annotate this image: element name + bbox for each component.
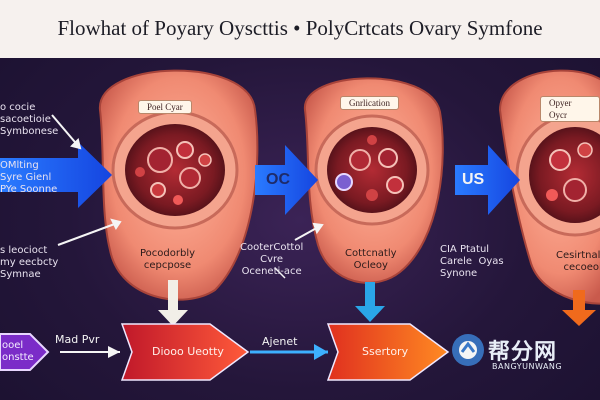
- mid-note-right: CIA Ptatul Carele Oyas Synone: [440, 244, 504, 279]
- step-label-us: US: [462, 171, 485, 188]
- flow-mid-caption: Ajenet: [262, 335, 298, 348]
- pointer-lines: [51, 114, 324, 279]
- ovary-3-caption: Cesirtnalle cecoeoi: [556, 250, 600, 273]
- watermark-sub: BANGYUNWANG: [492, 362, 563, 371]
- ovary-2: [303, 77, 444, 284]
- flow-box-1-text: Diooo Ueotty: [152, 345, 224, 358]
- page-title: Flowhat of Poyary Oyscttis • PolyCrtcats…: [57, 16, 543, 40]
- ovary-2-label: Gnrlication: [340, 96, 399, 110]
- left-note-top: o cocie sacoetioie Symbonese: [0, 102, 59, 137]
- ovary-3-label: Opyer Oycr: [540, 96, 600, 122]
- bottom-flow: [0, 323, 450, 381]
- arrow-us-blue: [455, 145, 520, 215]
- down-arrow-1: [158, 280, 188, 326]
- watermark-logo: [452, 334, 484, 366]
- ovary-1-caption: Pocodorbly cepcpose: [140, 248, 196, 271]
- step-label-oc: OC: [266, 171, 290, 188]
- left-note-arrow: OMlting Syre Gienl PYe Soonne: [0, 160, 58, 195]
- flow-box-2-text: Ssertory: [362, 345, 409, 358]
- title-bar: Flowhat of Poyary Oyscttis • PolyCrtcats…: [0, 0, 600, 58]
- ovary-1: [98, 69, 259, 301]
- down-arrow-2: [355, 282, 385, 322]
- watermark-name: 帮分网: [488, 340, 558, 365]
- arrow-oc-blue: [255, 145, 318, 215]
- bottom-left-box-text: ooel onstte: [2, 340, 34, 363]
- ovary-1-label: Poel Cyar: [138, 100, 192, 114]
- left-note-bottom: s leocioct my eecbcty Symnae: [0, 245, 59, 280]
- ovary-3: [498, 69, 600, 305]
- ovary-2-caption: Cottcnatly Ocleoy: [345, 248, 397, 271]
- arrow-left-blue: [0, 142, 112, 208]
- bottom-left-caption: Mad Pvr: [55, 333, 100, 346]
- mid-note-center: CooterCottol Cvre Oceneti-ace: [240, 242, 304, 277]
- down-arrow-3: [562, 290, 596, 326]
